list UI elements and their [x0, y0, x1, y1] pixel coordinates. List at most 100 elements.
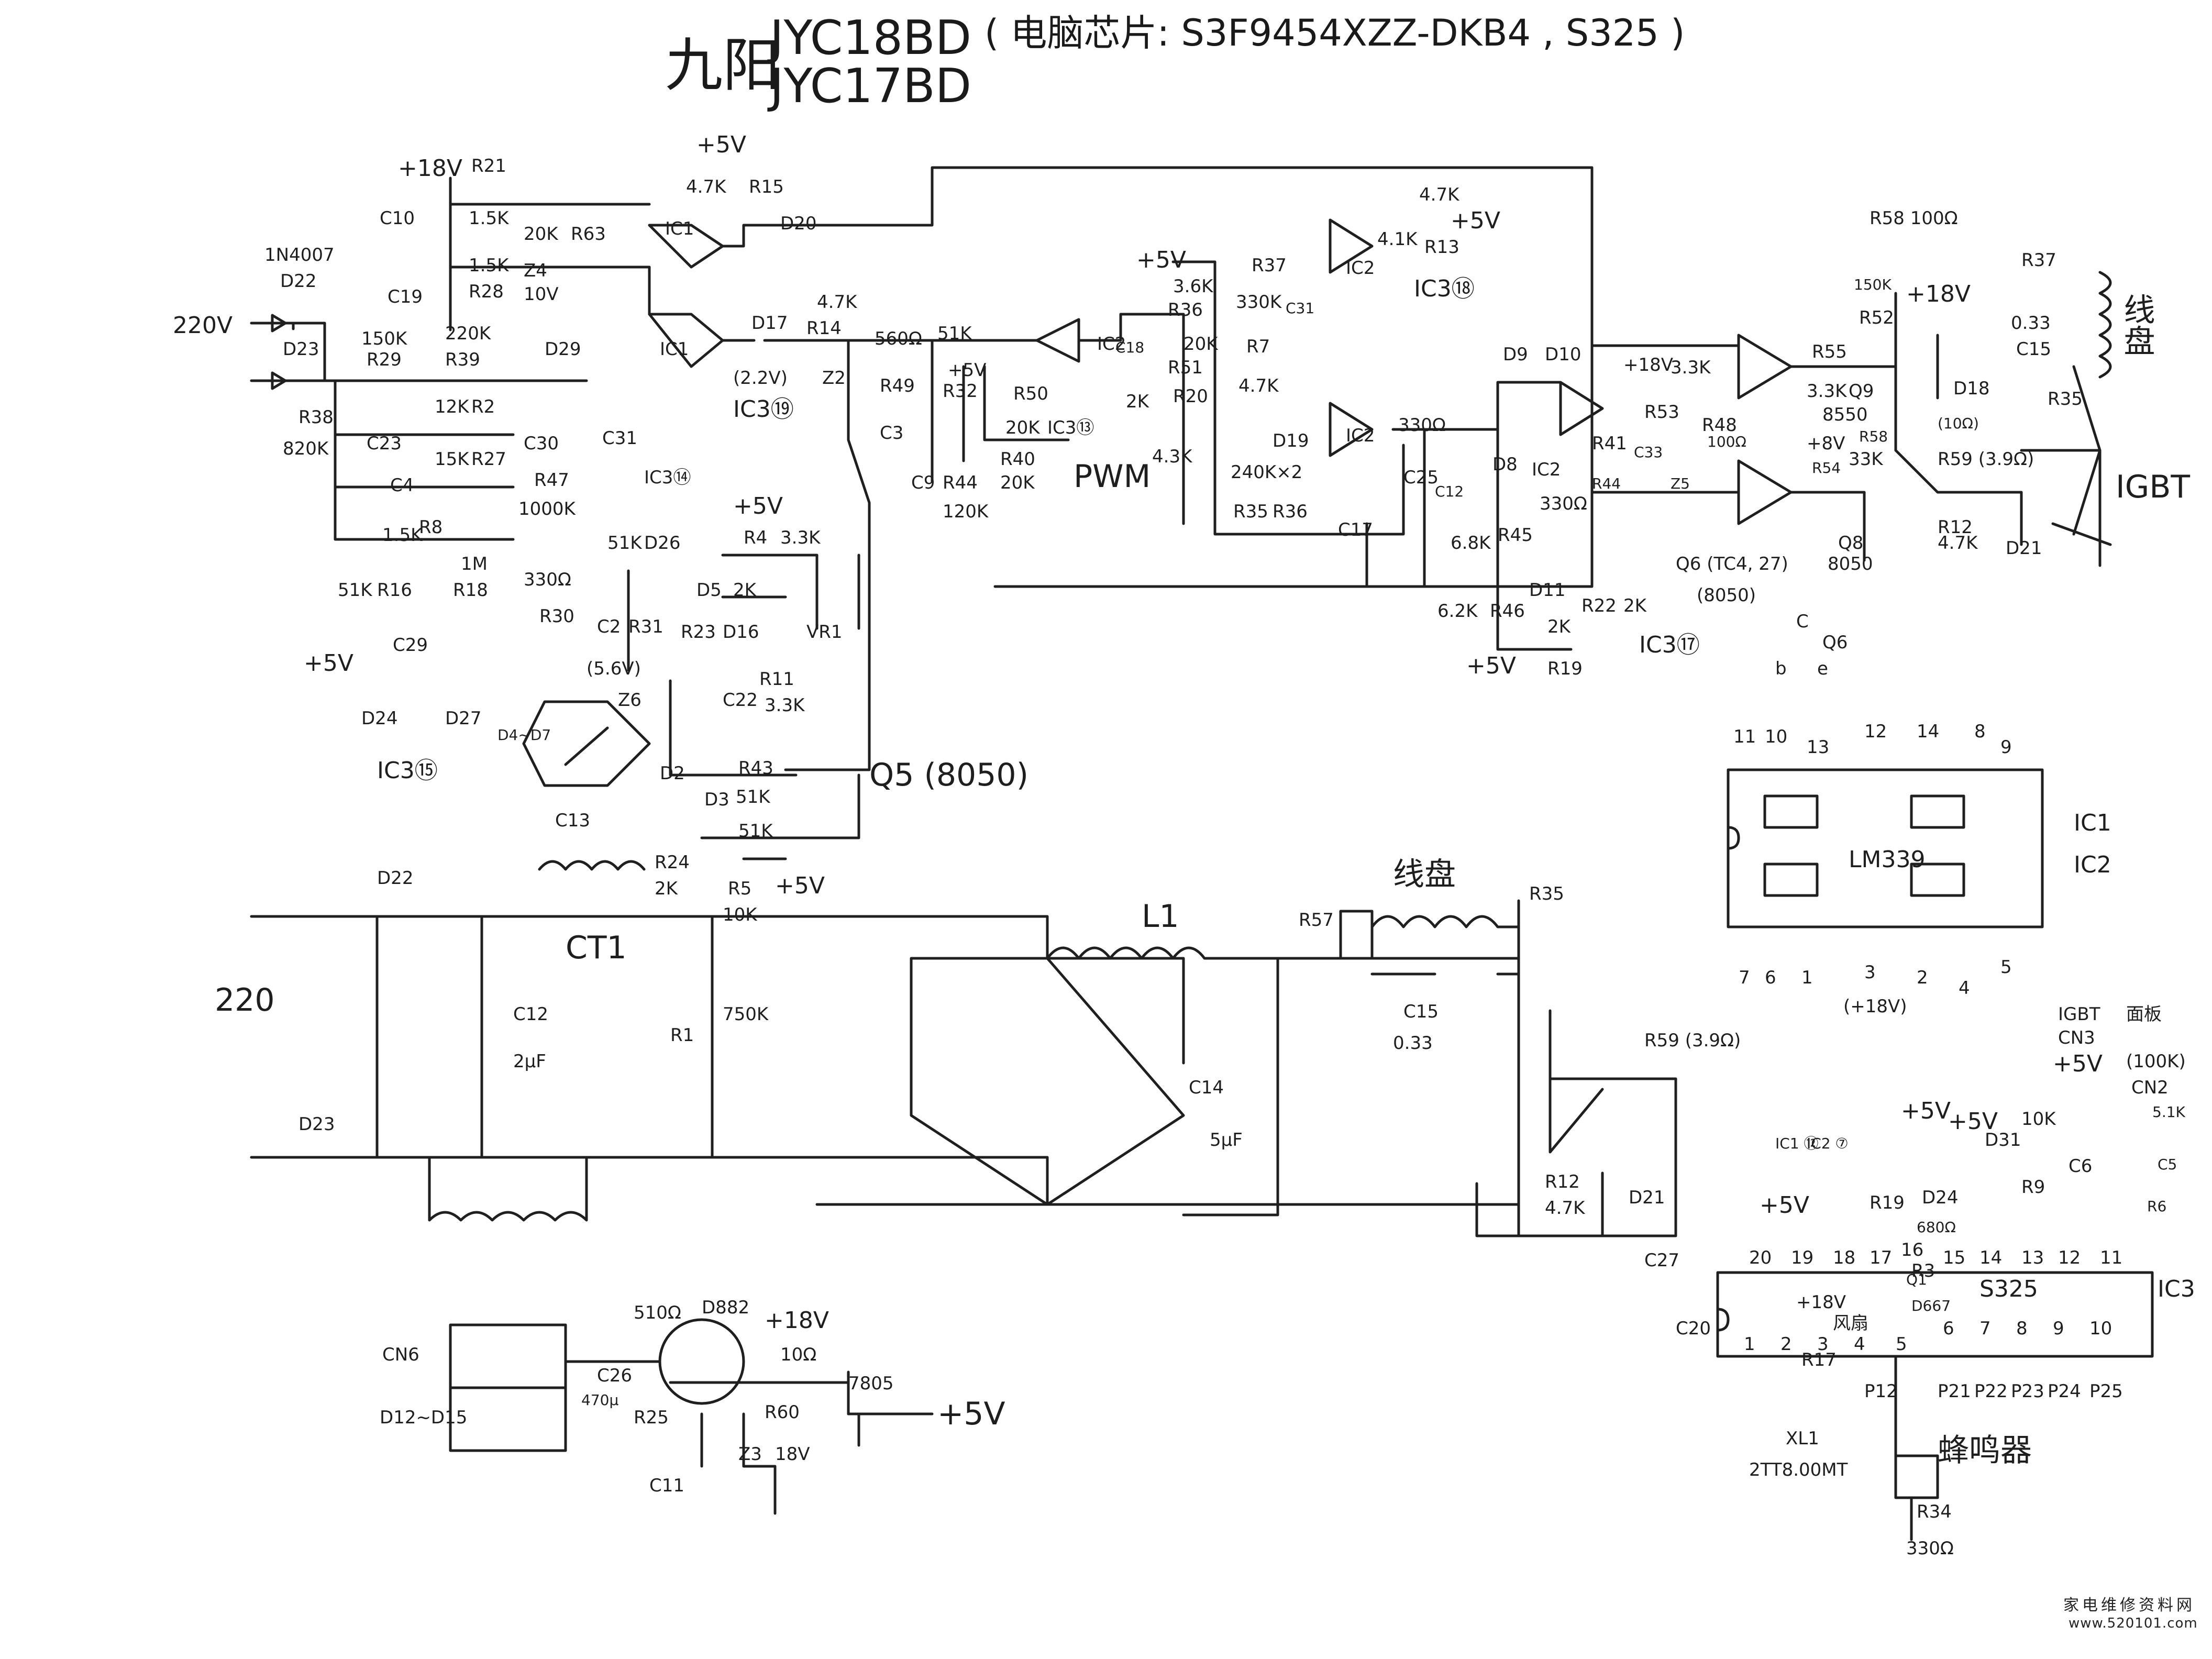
s325-buzzer: 蜂鸣器 [1938, 1432, 2032, 1469]
r29-value: 150K [361, 328, 407, 349]
ic3-19: IC3⑲ [733, 396, 794, 423]
d19: D19 [1273, 430, 1309, 451]
diode-d22: D22 [280, 271, 317, 292]
regulator: 7805 [848, 1373, 894, 1394]
s325-pin-17: 17 [1870, 1247, 1893, 1268]
d27: D27 [445, 708, 482, 729]
s325-pin-8: 8 [2016, 1318, 2028, 1339]
r14: R14 [806, 318, 842, 339]
d18: D18 [1953, 378, 1990, 399]
c18: C18 [1115, 339, 1145, 356]
lm339-pin-14: 14 [1917, 721, 1940, 742]
cn6: CN6 [382, 1344, 419, 1365]
r22-value: 2K [1623, 595, 1646, 616]
r15-value: 4.7K [686, 176, 726, 197]
s325-cn3: CN3 [2058, 1027, 2095, 1048]
r7: R7 [1246, 336, 1270, 357]
d22b: D22 [377, 868, 414, 889]
r12b: R12 [1545, 1171, 1580, 1192]
r43k: 4.3K [1152, 446, 1192, 467]
s325-name: S325 [1979, 1276, 2038, 1302]
s325-d24: D24 [1922, 1187, 1959, 1208]
s325-r19: R19 [1870, 1192, 1905, 1213]
v8: +8V [1807, 433, 1845, 454]
s325-r17: R17 [1801, 1350, 1837, 1370]
r36b: R36 [1273, 501, 1308, 522]
r45-value: 6.8K [1451, 533, 1491, 554]
r60: R60 [765, 1402, 800, 1423]
r28-value: 1.5K [469, 255, 509, 276]
ct1: CT1 [566, 930, 627, 966]
ic3-13: IC3⑬ [1047, 417, 1094, 438]
z6-value: (5.6V) [587, 658, 641, 679]
r5-10k: 10K [723, 904, 757, 925]
r330b: 330Ω [1540, 493, 1587, 514]
c19: C19 [388, 286, 423, 307]
c4: C4 [390, 475, 414, 496]
s325-d31: D31 [1985, 1130, 2021, 1151]
l1: L1 [1142, 898, 1179, 935]
s325-pin-12: 12 [2058, 1247, 2081, 1268]
d11: D11 [1529, 580, 1566, 601]
r16-value: 51K [338, 580, 372, 601]
lm339-supply: (+18V) [1843, 996, 1907, 1017]
r13-value-2: 4.1K [1377, 229, 1418, 250]
c22: C22 [723, 690, 758, 711]
s325-c6: C6 [2069, 1156, 2093, 1177]
r57: R57 [1299, 910, 1334, 931]
site-url: www.520101.com [2069, 1616, 2198, 1631]
d8: D8 [1492, 454, 1518, 475]
ic2-d: IC2 [1532, 459, 1561, 480]
d4-d7: D4~D7 [497, 726, 551, 744]
d16: D16 [723, 622, 759, 643]
c23: C23 [367, 433, 402, 454]
s325-c20: C20 [1676, 1318, 1711, 1339]
s325-r6: R6 [2147, 1198, 2167, 1215]
s325-pin-3: 3 [1817, 1334, 1829, 1355]
c26-value: 470μ [581, 1391, 619, 1409]
c14: C14 [1189, 1077, 1224, 1098]
z3-value: 18V [775, 1444, 810, 1465]
v18-a: +18V [398, 155, 462, 182]
c15: C15 [2016, 339, 2052, 360]
ic3-14: IC3⑭ [644, 467, 691, 488]
s325-p21: P21 [1938, 1381, 1971, 1402]
r43: R43 [738, 758, 773, 779]
s325-r34-value: 330Ω [1906, 1538, 1954, 1559]
lm339-ic2: IC2 [2074, 851, 2111, 878]
s325-fan: 风扇 [1833, 1313, 1868, 1334]
r46-value: 6.2K [1437, 601, 1478, 622]
d10: D10 [1545, 344, 1581, 365]
r52-value: 150K [1854, 276, 1892, 293]
r31: R31 [628, 616, 663, 637]
s325-v18: +18V [1796, 1292, 1846, 1313]
r47: R47 [534, 470, 569, 491]
q9-type: 8550 [1822, 404, 1868, 425]
r1-value: 750K [723, 1004, 769, 1025]
ic1-b: IC1 [660, 339, 689, 360]
r21: R21 [471, 156, 506, 176]
q6: Q6 (TC4, 27) [1676, 554, 1788, 574]
r51k: 51K [937, 323, 972, 344]
r49: R49 [880, 375, 915, 396]
r25-value: 510Ω [634, 1302, 681, 1323]
r20: R20 [1173, 386, 1208, 407]
c33: C33 [1634, 444, 1663, 461]
v2.2: (2.2V) [733, 368, 788, 389]
r46: R46 [1490, 601, 1525, 622]
r35-value: 240K×2 [1231, 462, 1303, 483]
s325-c27: C27 [1644, 1250, 1680, 1271]
r18-value: 1M [461, 554, 488, 574]
c12: C12 [1435, 483, 1464, 500]
r50-value: 20K [1005, 417, 1040, 438]
r36-value: 3.6K [1173, 276, 1213, 297]
ic3-15: IC3⑮ [377, 757, 438, 784]
r37b: R37 [2021, 250, 2056, 271]
r53: R53 [1644, 402, 1679, 423]
z3: Z3 [738, 1444, 762, 1465]
c2: C2 [597, 616, 621, 637]
r24: R24 [655, 852, 690, 873]
r18: R18 [453, 580, 488, 601]
c13: C13 [555, 810, 591, 831]
r47-value: 1000K [518, 499, 576, 519]
